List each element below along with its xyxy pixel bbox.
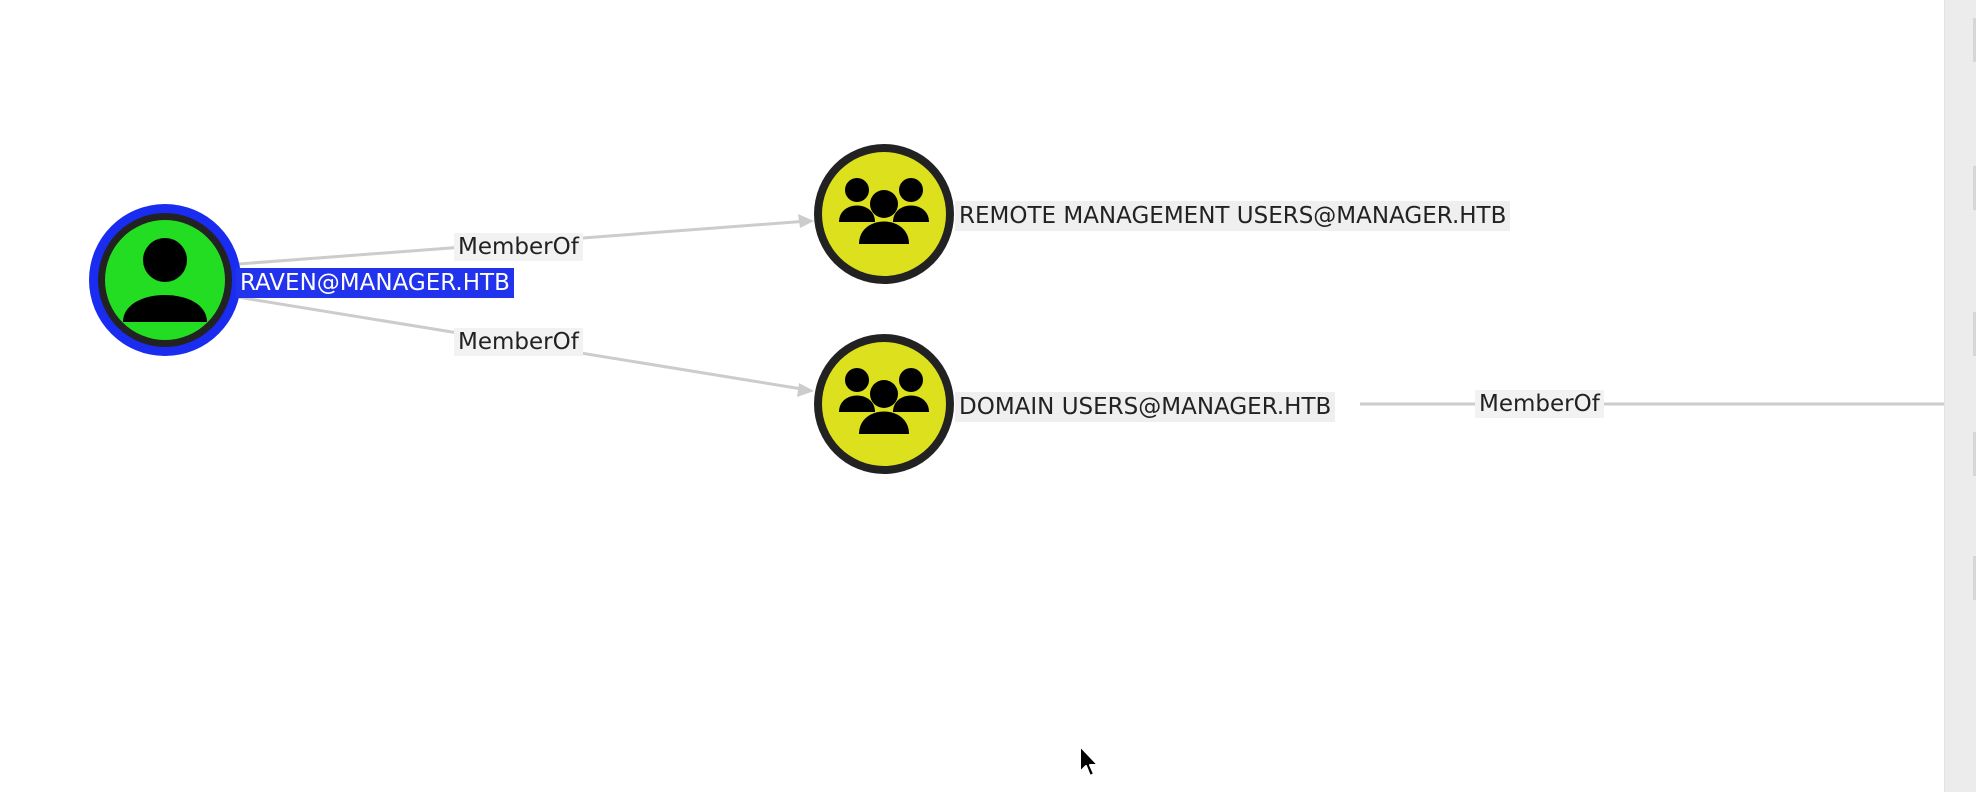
panel-edge-marker	[1973, 18, 1976, 62]
group-icon	[839, 368, 929, 434]
arrowhead-icon	[797, 383, 814, 397]
node-remote-management-users[interactable]	[814, 144, 954, 284]
node-label-remote-management-users[interactable]: REMOTE MANAGEMENT USERS@MANAGER.HTB	[955, 201, 1511, 231]
edge-label-memberof[interactable]: MemberOf	[454, 233, 583, 261]
edge-label-memberof[interactable]: MemberOf	[1475, 390, 1604, 418]
user-icon	[123, 238, 207, 322]
edge-label-memberof[interactable]: MemberOf	[454, 328, 583, 356]
arrowhead-icon	[798, 214, 814, 228]
node-label-domain-users[interactable]: DOMAIN USERS@MANAGER.HTB	[955, 392, 1336, 422]
mouse-cursor-icon	[1079, 745, 1099, 777]
panel-edge-marker	[1973, 166, 1976, 210]
node-label-raven[interactable]: RAVEN@MANAGER.HTB	[236, 268, 514, 298]
group-icon	[839, 178, 929, 244]
panel-edge-marker	[1973, 556, 1976, 600]
panel-edge-marker	[1973, 312, 1976, 356]
side-panel-collapsed[interactable]	[1944, 0, 1976, 792]
node-domain-users[interactable]	[814, 334, 954, 474]
node-raven[interactable]	[89, 204, 241, 356]
panel-edge-marker	[1973, 432, 1976, 476]
